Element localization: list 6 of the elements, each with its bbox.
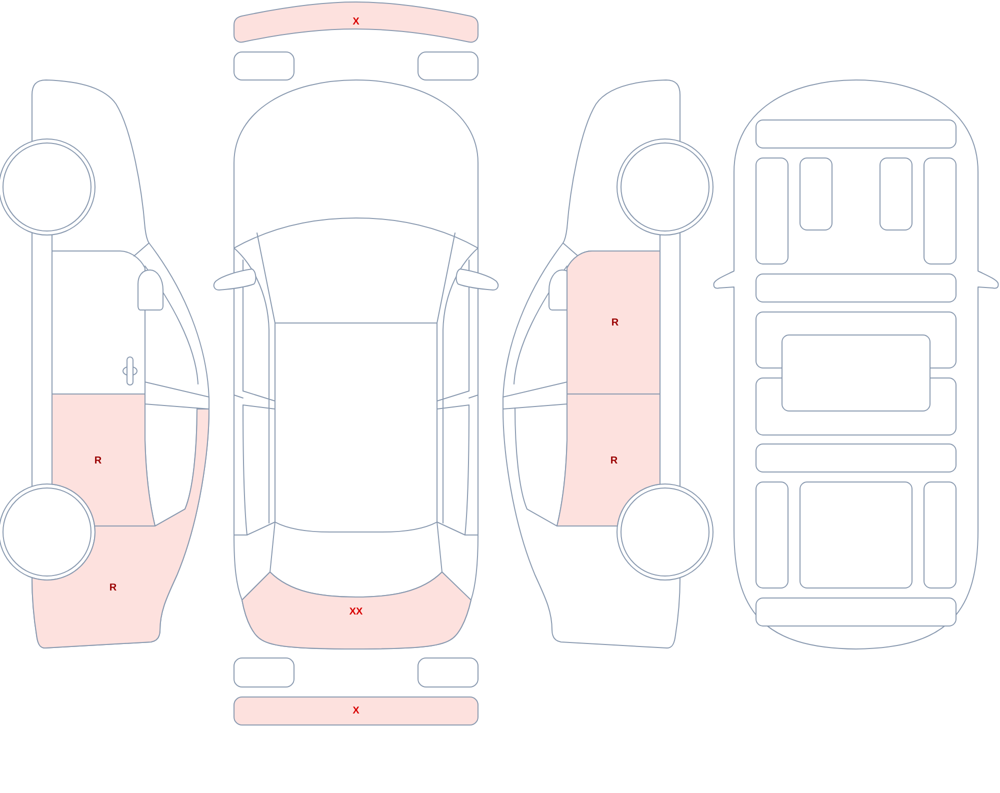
damaged-panel: X [234, 696, 478, 726]
damaged-panel: R [556, 394, 660, 526]
damaged-panel: XX [242, 572, 472, 650]
damaged-panel: R [52, 394, 156, 526]
damaged-panel: X [234, 2, 478, 43]
damaged-panel: R [566, 250, 660, 394]
